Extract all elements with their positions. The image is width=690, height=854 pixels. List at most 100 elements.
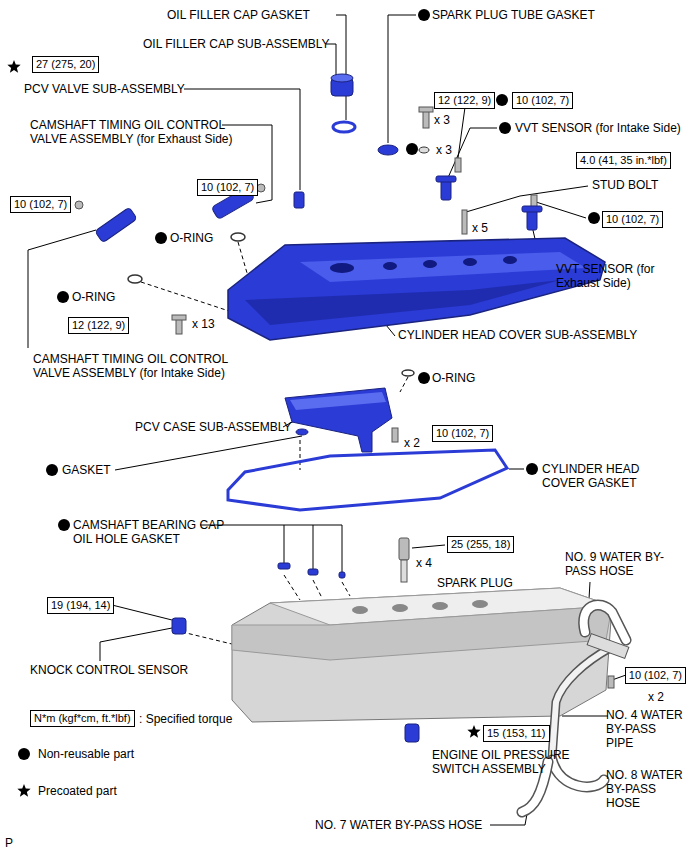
spark-plug — [399, 538, 409, 560]
leader-line — [112, 605, 172, 620]
vvt-sensor — [522, 206, 542, 212]
non-reusable-mark — [46, 464, 58, 476]
legend-text: Precoated part — [38, 784, 117, 798]
pcv-valve — [294, 192, 304, 208]
stud-bolt — [462, 210, 467, 234]
part-label: ENGINE OIL PRESSURE SWITCH ASSEMBLY — [432, 748, 572, 776]
torque-box: 15 (153, 11) — [483, 725, 550, 742]
part-label: OIL FILLER CAP SUB-ASSEMBLY — [143, 37, 330, 51]
legend-entry: Non-reusable part — [38, 747, 134, 761]
torque-value: 10 (102, 7) — [606, 213, 659, 225]
quantity-label: x 3 — [434, 113, 450, 127]
part-label: KNOCK CONTROL SENSOR — [30, 663, 188, 677]
part-label: PCV CASE SUB-ASSEMBLY — [135, 420, 292, 434]
torque-box: 10 (102, 7) — [625, 667, 686, 684]
pipe-bracket — [587, 634, 629, 659]
leader-line — [284, 525, 285, 563]
quantity-label: x 3 — [436, 143, 452, 157]
torque-value: N*m (kgf*cm, ft.*lbf) — [34, 712, 131, 724]
torque-value: 10 (102, 7) — [516, 94, 569, 106]
washer — [419, 147, 429, 153]
pcv-case — [285, 388, 392, 452]
leader-line — [509, 469, 524, 470]
torque-box: 10 (102, 7) — [197, 179, 258, 196]
non-reusable-mark — [18, 9, 600, 760]
part-label: NO. 4 WATER BY-PASS PIPE — [606, 708, 686, 750]
non-reusable-mark — [526, 463, 538, 475]
dashed-line — [141, 282, 232, 312]
quantity-label: x 2 — [404, 436, 420, 450]
quantity-label: x 4 — [416, 556, 432, 570]
oil-control-valve — [95, 207, 137, 243]
cylinder-head-cover — [228, 238, 605, 340]
leader-line — [313, 525, 314, 569]
bolt — [75, 107, 614, 688]
part-label: SPARK PLUG TUBE GASKET — [432, 8, 595, 22]
stud-bolt — [462, 210, 467, 234]
torque-box: 10 (102, 7) — [602, 211, 663, 228]
bolt — [608, 676, 614, 688]
leader-line — [342, 525, 343, 572]
water-hose — [552, 760, 604, 787]
torque-box: 4.0 (41, 35 in.*lbf) — [576, 152, 671, 169]
leader-line — [536, 202, 586, 218]
torque-value: 25 (255, 18) — [451, 538, 510, 550]
part-label: VVT SENSOR (for Exhaust Side) — [556, 262, 676, 290]
dashed-line — [182, 632, 236, 645]
non-reusable-mark — [155, 232, 167, 244]
legend-text: : Specified torque — [139, 712, 232, 726]
torque-box: 12 (122, 9) — [68, 317, 129, 334]
torque-box: 10 (102, 7) — [432, 425, 493, 442]
cylinder-head — [352, 606, 368, 614]
torque-value: 10 (102, 7) — [201, 181, 254, 193]
part-label: CAMSHAFT BEARING CAP OIL HOLE GASKET — [73, 518, 233, 546]
cylinder-head-cover — [228, 238, 605, 340]
leader-line — [447, 128, 497, 180]
o-ring — [231, 233, 245, 241]
cover-gasket — [228, 450, 507, 510]
precoated-mark — [17, 784, 30, 797]
cylinder-head-cover — [383, 262, 397, 270]
part-label: PCV VALVE SUB-ASSEMBLY — [24, 82, 185, 96]
torque-value: 27 (275, 20) — [36, 58, 95, 70]
oil-pressure-switch — [405, 724, 419, 742]
bolt — [419, 107, 433, 112]
part-label: VVT SENSOR (for Intake Side) — [515, 121, 681, 135]
dashed-line — [342, 582, 350, 596]
bolt — [455, 158, 461, 172]
non-reusable-mark — [57, 291, 69, 303]
leader-line — [388, 15, 416, 143]
dashed-line — [400, 377, 408, 392]
cylinder-head-cover — [245, 280, 560, 325]
torque-box: 12 (122, 9) — [434, 92, 495, 109]
legend-text: Non-reusable part — [38, 747, 134, 761]
part-label: GASKET — [62, 463, 111, 477]
part-label: NO. 7 WATER BY-PASS HOSE — [315, 818, 482, 832]
water-hose — [584, 605, 626, 640]
part-label: CAMSHAFT TIMING OIL CONTROL VALVE ASSEMB… — [33, 352, 248, 380]
vvt-sensor — [436, 176, 456, 182]
knock-sensor — [172, 618, 186, 634]
leader-line — [412, 545, 445, 548]
precoated-mark — [7, 60, 20, 73]
non-reusable-mark — [496, 94, 508, 106]
leader-line — [336, 15, 346, 120]
pcv-case — [290, 392, 386, 410]
knock-sensor — [172, 618, 186, 634]
water-hose — [552, 760, 604, 787]
leader-line — [386, 325, 395, 336]
torque-value: 10 (102, 7) — [629, 669, 682, 681]
leader-line — [28, 15, 626, 825]
bearing-cap-gasket — [308, 569, 318, 575]
part-label: SPARK PLUG — [437, 576, 513, 590]
spark-plug-tube-gasket — [378, 145, 398, 155]
pcv-gasket — [296, 429, 308, 435]
pcv-case — [285, 388, 392, 452]
torque-value: 4.0 (41, 35 in.*lbf) — [580, 154, 667, 166]
torque-value: 10 (102, 7) — [436, 427, 489, 439]
quantity-label: x 2 — [648, 690, 664, 704]
bolt — [423, 110, 429, 128]
part-label: NO. 8 WATER BY-PASS HOSE — [606, 768, 686, 810]
cylinder-head — [232, 606, 612, 660]
part-label: STUD BOLT — [592, 178, 658, 192]
